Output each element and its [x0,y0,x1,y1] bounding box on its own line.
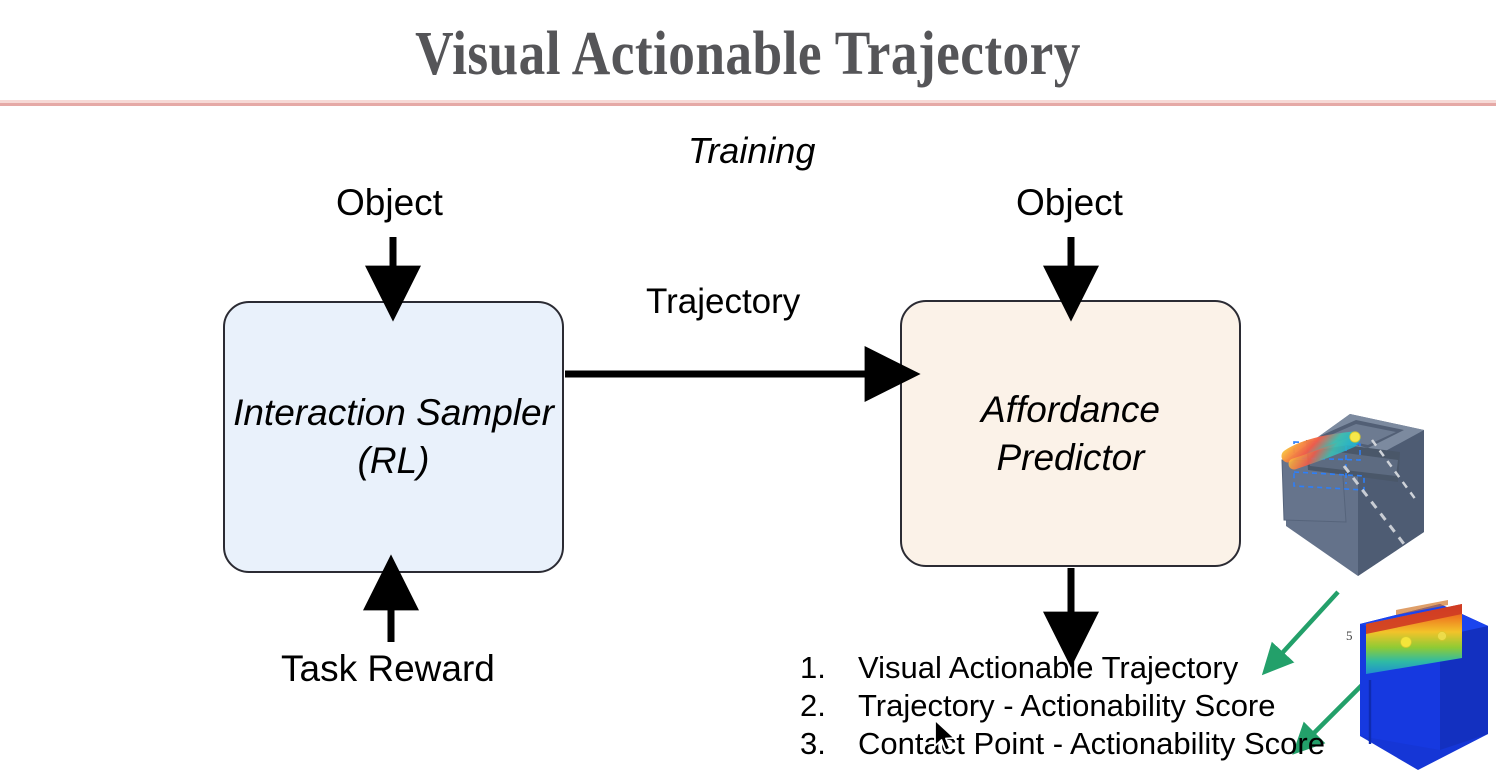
cabinet-trajectory-render [1281,414,1424,576]
page-number-glyph: 5 [1346,628,1353,643]
list-item: 1. Visual Actionable Trajectory [800,650,1360,688]
node-label-line1: Affordance [981,388,1160,430]
label-object-left: Object [336,182,443,223]
title-rule-highlight [0,100,1496,103]
title-divider [0,103,1496,106]
mouse-pointer-icon [934,719,956,752]
edge-label-trajectory: Trajectory [646,282,801,321]
label-object-right: Object [1016,182,1123,223]
list-item-number: 2. [800,688,826,723]
list-item: 2. Trajectory - Actionability Score [800,688,1360,726]
list-item-number: 3. [800,726,826,761]
list-item-label: Visual Actionable Trajectory [858,650,1239,685]
node-affordance-predictor[interactable]: Affordance Predictor [900,300,1241,567]
node-interaction-sampler-text: Interaction Sampler (RL) [233,389,554,485]
phase-label-training: Training [688,130,816,171]
node-interaction-sampler[interactable]: Interaction Sampler (RL) [223,301,564,573]
label-task-reward: Task Reward [281,648,495,689]
outputs-list: 1. Visual Actionable Trajectory 2. Traje… [800,650,1360,764]
node-label-line2: Predictor [996,436,1145,478]
node-label-line1: Interaction Sampler [233,392,554,433]
node-affordance-predictor-text: Affordance Predictor [981,386,1160,482]
list-item-label: Contact Point - Actionability Score [858,726,1325,761]
list-item-label: Trajectory - Actionability Score [858,688,1276,723]
node-label-line2: (RL) [357,440,430,481]
page-title: Visual Actionable Trajectory [415,20,1081,88]
list-item-number: 1. [800,650,826,685]
list-item: 3. Contact Point - Actionability Score [800,726,1360,764]
cabinet-actionability-heatmap-render [1360,600,1488,770]
